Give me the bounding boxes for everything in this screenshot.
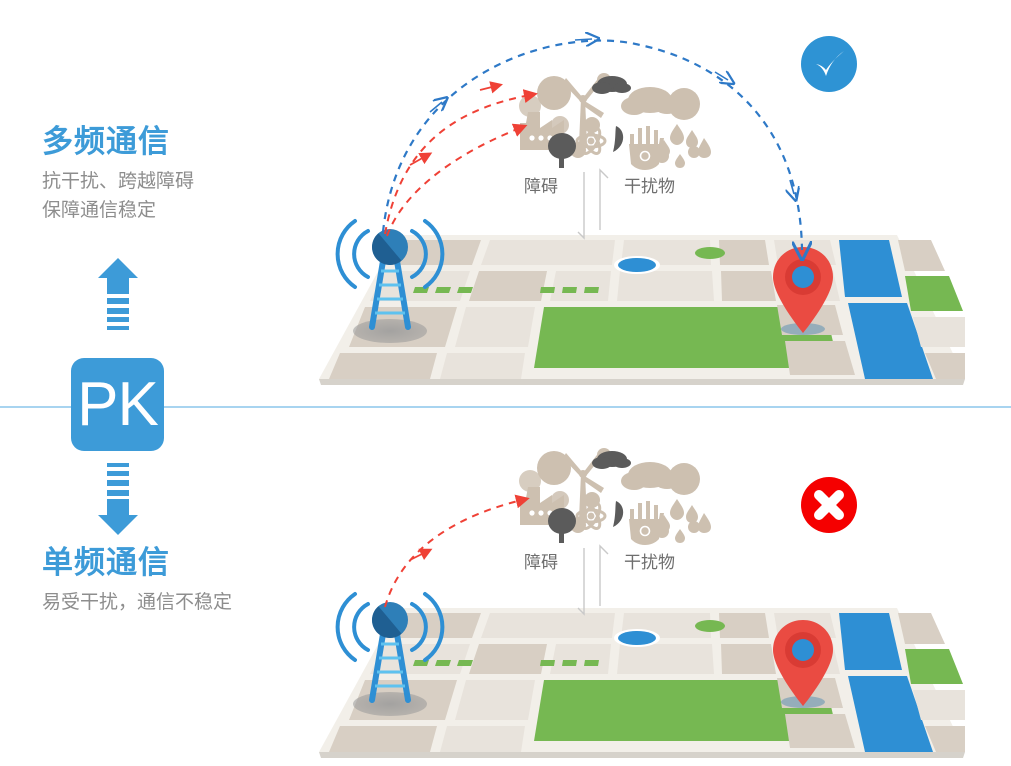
top-map [285, 235, 965, 385]
top-cell-tower [338, 221, 443, 343]
bottom-cell-tower [338, 594, 443, 716]
check-icon [816, 51, 844, 76]
top-panel-title: 多频通信 [42, 124, 170, 159]
top-red-signal-arcs [384, 81, 538, 237]
top-obstacle-cluster [517, 71, 713, 172]
pk-badge: PK [71, 358, 164, 451]
horizontal-divider [0, 406, 1011, 408]
top-panel-subtitle-line2: 保障通信稳定 [42, 200, 157, 222]
bottom-panel-subtitle-line1: 易受干扰，通信不稳定 [42, 591, 233, 613]
status-badge-failure [801, 477, 857, 533]
bottom-panel-title: 单频通信 [42, 545, 170, 580]
bottom-panel-text: 单频通信 易受干扰，通信不稳定 [42, 545, 232, 616]
top-obstacle-label: 障碍 [524, 177, 558, 196]
bottom-interference-label: 干扰物 [624, 553, 675, 572]
top-interference-label: 干扰物 [624, 177, 675, 196]
top-panel-text: 多频通信 抗干扰、跨越障碍 保障通信稳定 [42, 124, 194, 225]
bottom-obstacle-cluster [517, 446, 713, 547]
close-icon [814, 490, 844, 520]
arrow-up-segmented [96, 258, 140, 334]
top-blue-signal-arc [381, 39, 802, 250]
status-badge-success [801, 36, 857, 92]
top-map-pin [773, 247, 833, 335]
arrow-down-segmented [96, 459, 140, 535]
bottom-map [285, 608, 965, 758]
bottom-map-pin [773, 620, 833, 708]
bottom-red-signal-arc [384, 494, 530, 608]
bottom-label-leader-lines [577, 544, 609, 616]
top-label-leader-lines [577, 168, 609, 240]
top-panel-subtitle-line1: 抗干扰、跨越障碍 [42, 170, 195, 192]
bottom-obstacle-label: 障碍 [524, 553, 558, 572]
